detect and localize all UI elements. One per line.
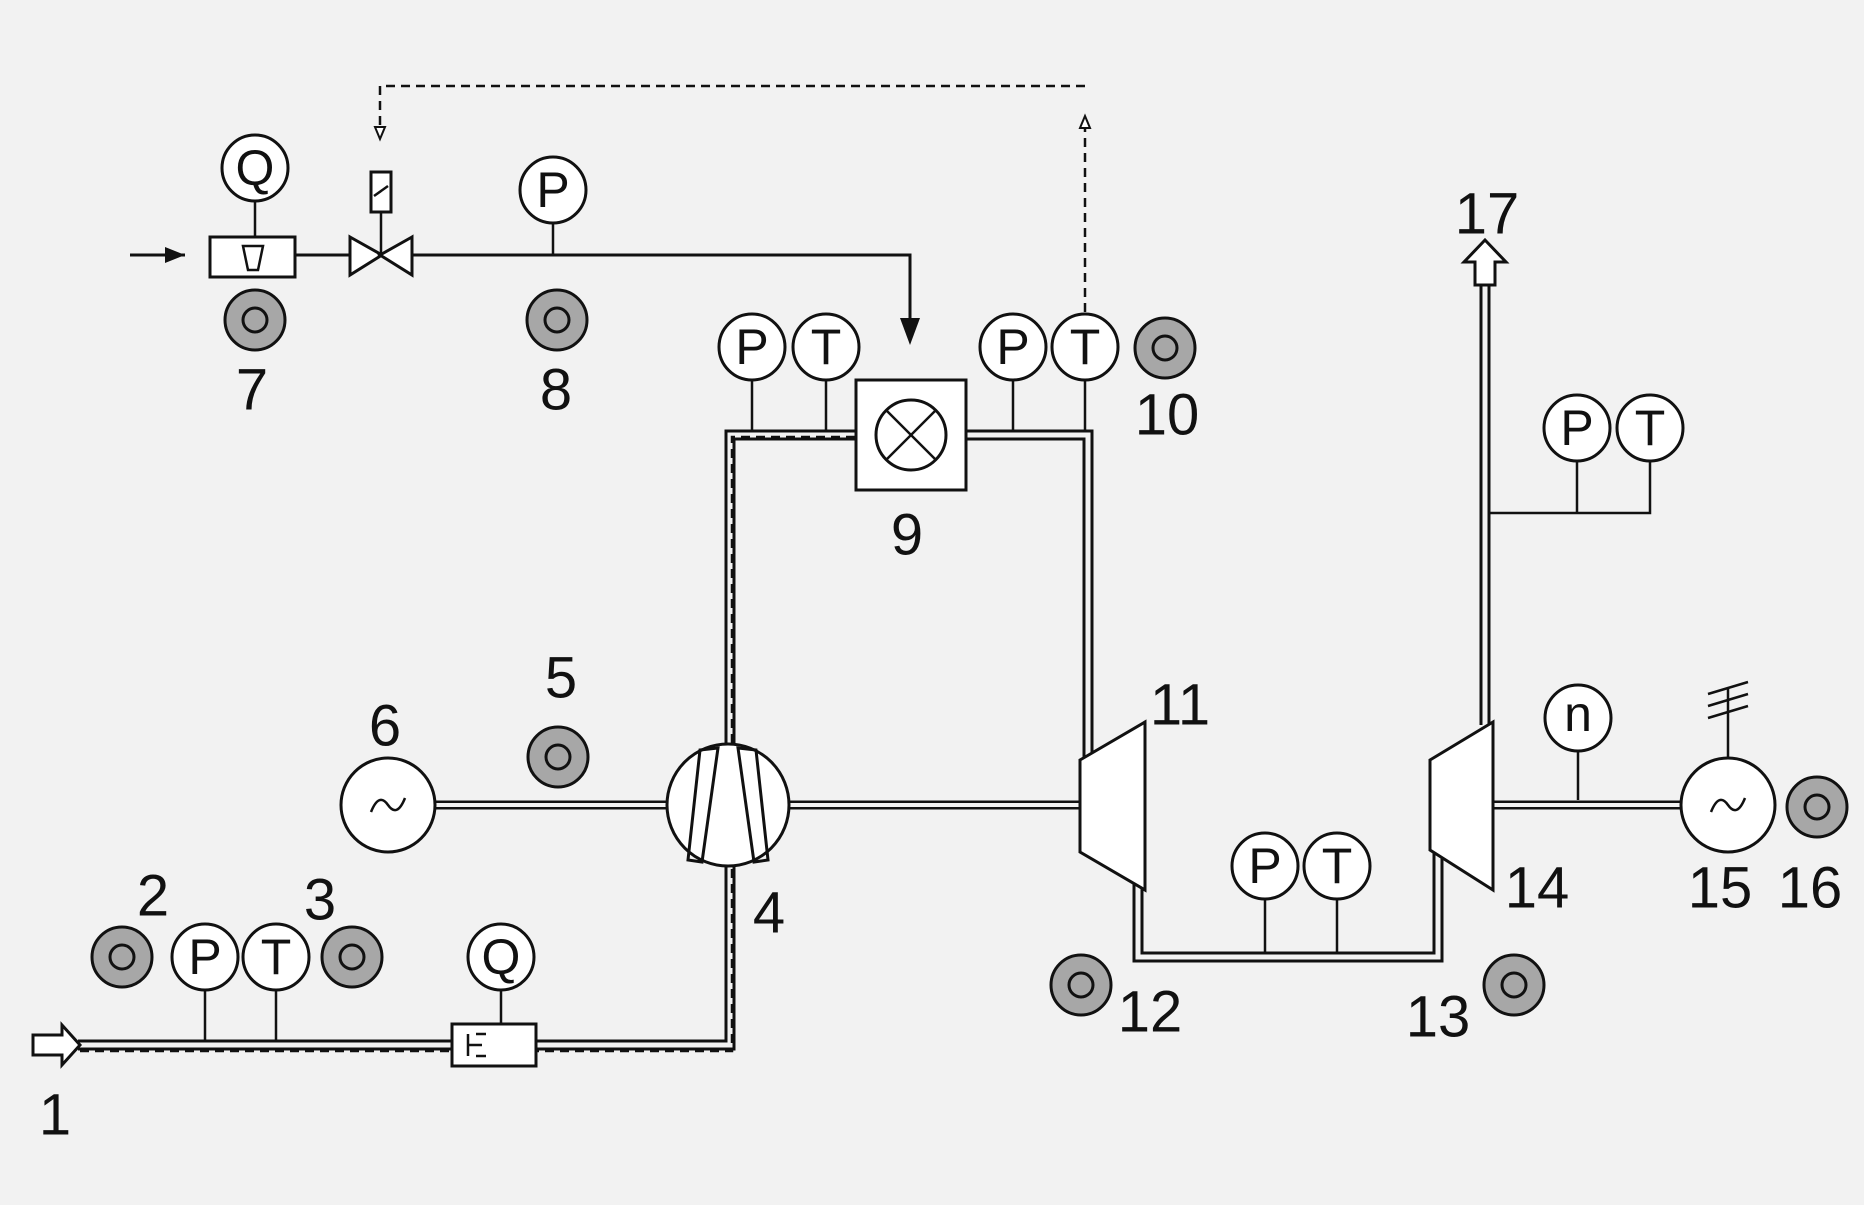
sensor-icon: [526, 725, 590, 789]
svg-text:T: T: [811, 319, 842, 375]
arrow-inlet-icon: [165, 247, 185, 263]
flowmeter-icon: [450, 1022, 538, 1068]
svg-text:P: P: [188, 929, 221, 985]
svg-text:T: T: [1322, 838, 1353, 894]
callout-14: 14: [1505, 856, 1570, 921]
instrument-n-speed: n: [1543, 683, 1613, 753]
compressor-icon: [665, 742, 791, 868]
instrument-t-combustor-in: T: [791, 312, 861, 382]
svg-text:T: T: [1070, 319, 1101, 375]
sensor-icon: [1049, 953, 1113, 1017]
instrument-t-combustor-out: T: [1050, 312, 1120, 382]
svg-text:P: P: [996, 319, 1029, 375]
callout-3: 3: [304, 868, 336, 933]
callout-10: 10: [1135, 383, 1200, 448]
svg-text:n: n: [1564, 686, 1592, 742]
callout-9: 9: [891, 503, 923, 568]
svg-text:P: P: [1560, 400, 1593, 456]
svg-text:Q: Q: [236, 140, 275, 196]
callout-7: 7: [236, 358, 268, 423]
combustor-icon: [854, 378, 968, 492]
instrument-q-inlet: Q: [466, 922, 536, 992]
svg-text:P: P: [735, 319, 768, 375]
callout-4: 4: [753, 881, 785, 946]
instrument-t-interstage: T: [1302, 831, 1372, 901]
generator-icon: [339, 756, 437, 854]
sensor-icon: [1785, 775, 1849, 839]
valve-icon: [348, 210, 414, 278]
instrument-stems: [203, 200, 1652, 1040]
svg-text:T: T: [261, 929, 292, 985]
instrument-p-combustor-out: P: [978, 312, 1048, 382]
actuator-icon: [369, 170, 393, 214]
callout-1: 1: [39, 1083, 71, 1148]
callout-8: 8: [540, 358, 572, 423]
main-air-pipe: [78, 285, 1491, 1051]
instrument-p-fuel: P: [518, 155, 588, 225]
sensor-icon: [1482, 953, 1546, 1017]
instrument-p-combustor-in: P: [717, 312, 787, 382]
sensor-icon: [1133, 316, 1197, 380]
svg-text:P: P: [536, 162, 569, 218]
svg-text:Q: Q: [482, 929, 521, 985]
dashed-signal-lines: [80, 84, 1092, 1053]
sensor-icon: [525, 288, 589, 352]
instrument-t-inlet: T: [241, 922, 311, 992]
svg-text:T: T: [1635, 400, 1666, 456]
callout-11: 11: [1150, 673, 1210, 738]
sensor-icon: [90, 925, 154, 989]
callout-5: 5: [545, 646, 577, 711]
turbine-icon: [1078, 719, 1147, 893]
callout-13: 13: [1406, 985, 1471, 1050]
callout-17: 17: [1455, 182, 1520, 247]
flowmeter-icon: [208, 235, 297, 279]
callout-6: 6: [369, 694, 401, 759]
svg-text:P: P: [1248, 838, 1281, 894]
instrument-p-exhaust: P: [1542, 393, 1612, 463]
callout-12: 12: [1118, 980, 1183, 1045]
instrument-p-interstage: P: [1230, 831, 1300, 901]
callout-2: 2: [137, 864, 169, 929]
generator-icon: [1679, 680, 1777, 854]
instrument-p-inlet: P: [170, 922, 240, 992]
exhaust-arrow-icon: [1460, 237, 1510, 287]
arrow-inlet-icon: [31, 1021, 83, 1069]
sensor-icon: [320, 925, 384, 989]
callout-15: 15: [1688, 856, 1753, 921]
sensor-icon: [223, 288, 287, 352]
instrument-t-exhaust: T: [1615, 393, 1685, 463]
turbine-icon: [1428, 719, 1495, 893]
fuel-line: [130, 247, 920, 345]
callout-16: 16: [1778, 856, 1843, 921]
instrument-q-fuel: Q: [220, 133, 290, 203]
